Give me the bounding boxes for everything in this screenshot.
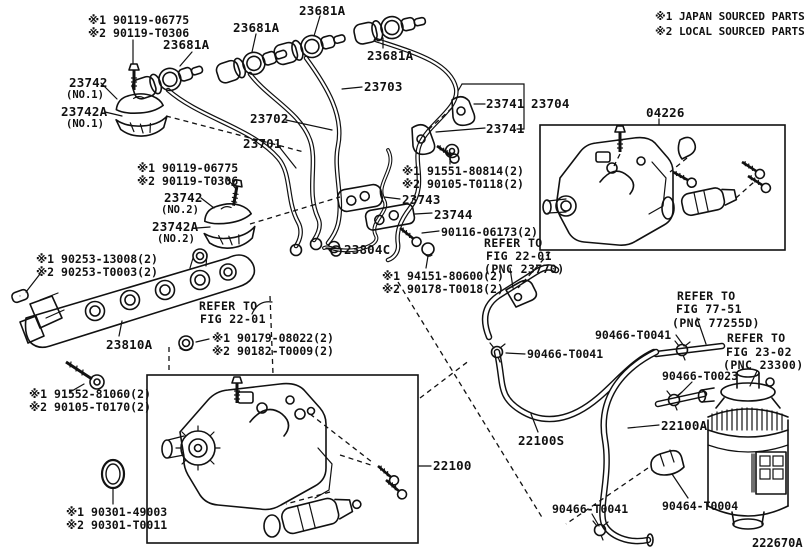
- label-90466-t0041-mid[interactable]: 90466-T0041: [527, 347, 604, 361]
- label-23681a-2[interactable]: 23681A: [233, 20, 280, 35]
- label-90466-t0041-top[interactable]: 90466-T0041: [595, 328, 672, 342]
- label-23742-no2-sub: (NO.2): [161, 204, 199, 216]
- ref-2201-pnc-2: FIG 22-01: [486, 249, 552, 263]
- label-23741-bottom[interactable]: 23741: [486, 121, 525, 136]
- ref-2201-rail-2: FIG 22-01: [200, 312, 266, 326]
- label-22100s[interactable]: 22100S: [518, 433, 565, 448]
- label-23702[interactable]: 23702: [250, 111, 289, 126]
- ref-2201-pnc-1: REFER TO: [484, 236, 543, 250]
- label-90464-t0004[interactable]: 90464-T0004: [662, 499, 739, 513]
- clamp-23743-23744-art: [336, 183, 435, 257]
- label-23743[interactable]: 23743: [402, 192, 441, 207]
- label-23742-no1-sub: (NO.1): [66, 89, 104, 101]
- label-23681a-3[interactable]: 23681A: [299, 3, 346, 18]
- ref-2302-3: (PNC 23300): [723, 358, 804, 372]
- alt-91552-2[interactable]: ※2 90105-T0170(2): [29, 400, 151, 414]
- label-23701[interactable]: 23701: [243, 136, 282, 151]
- leak-pipe-art: [322, 148, 393, 257]
- dashed-lines: [165, 107, 649, 525]
- ref-7751-1: REFER TO: [677, 289, 736, 303]
- label-04226[interactable]: 04226: [646, 105, 685, 120]
- label-90466-t0041-bottom[interactable]: 90466-T0041: [552, 502, 629, 516]
- ref-2201-pnc-3: (PNC 23770): [484, 262, 565, 276]
- alt-91551-2[interactable]: ※2 90105-T0118(2): [402, 177, 524, 191]
- alt-90119-a2[interactable]: ※2 90119-T0306: [88, 26, 190, 40]
- label-23810a[interactable]: 23810A: [106, 337, 153, 352]
- alt-90253-1[interactable]: ※1 90253-13008(2): [36, 252, 158, 266]
- label-23681a-1[interactable]: 23681A: [163, 37, 210, 52]
- label-22100[interactable]: 22100: [433, 458, 472, 473]
- ref-2302-2: FIG 23-02: [726, 345, 792, 359]
- alt-94151-1[interactable]: ※1 94151-80600(2): [382, 269, 504, 283]
- label-23703[interactable]: 23703: [364, 79, 403, 94]
- label-22100a[interactable]: 22100A: [661, 418, 708, 433]
- label-23742-no2[interactable]: 23742: [164, 190, 203, 205]
- label-23804c[interactable]: 23804C: [344, 242, 391, 257]
- label-23742a-no1[interactable]: 23742A: [61, 104, 108, 119]
- legend-japan-sourced: ※1 JAPAN SOURCED PARTS: [655, 10, 805, 23]
- ref-7751-2: FIG 77-51: [676, 302, 742, 316]
- label-23704[interactable]: 23704: [531, 96, 570, 111]
- ref-7751-3: (PNC 77255D): [672, 316, 760, 330]
- alt-90179-1[interactable]: ※1 90179-08022(2): [212, 331, 334, 345]
- label-23741-top[interactable]: 23741: [486, 96, 525, 111]
- fuel-rail-art: [11, 248, 256, 349]
- alt-90179-2[interactable]: ※2 90182-T0009(2): [212, 344, 334, 358]
- alt-90119-b1[interactable]: ※1 90119-06775: [137, 161, 239, 175]
- ref-2302-1: REFER TO: [727, 331, 786, 345]
- label-90466-t0023[interactable]: 90466-T0023: [662, 369, 739, 383]
- label-23742-no1[interactable]: 23742: [69, 75, 108, 90]
- label-90116-06173[interactable]: 90116-06173(2): [441, 225, 538, 239]
- legend-local-sourced: ※2 LOCAL SOURCED PARTS: [655, 25, 805, 38]
- diagram-code: 222670A: [752, 536, 803, 550]
- bracket-23741-art: [411, 95, 476, 166]
- leader-lines: [25, 15, 758, 527]
- alt-90119-a1[interactable]: ※1 90119-06775: [88, 13, 190, 27]
- injection-pump-box: [146, 374, 419, 544]
- alt-91552-1[interactable]: ※1 91552-81060(2): [29, 387, 151, 401]
- alt-90119-b2[interactable]: ※2 90119-T0306: [137, 174, 239, 188]
- fuel-filter-art: [697, 368, 789, 530]
- label-23681a-4[interactable]: 23681A: [367, 48, 414, 63]
- alt-90253-2[interactable]: ※2 90253-T0003(2): [36, 265, 158, 279]
- label-23742a-no2[interactable]: 23742A: [152, 219, 199, 234]
- alt-94151-2[interactable]: ※2 90178-T0018(2): [382, 282, 504, 296]
- rail-hardware-art: [65, 335, 194, 490]
- alt-91551-1[interactable]: ※1 91551-80814(2): [402, 164, 524, 178]
- label-23742a-no1-sub: (NO.1): [66, 118, 104, 130]
- injection-pipes-art: [168, 40, 456, 260]
- supply-pump-box: [539, 124, 786, 251]
- ref-2201-rail-1: REFER TO: [199, 299, 258, 313]
- alt-90301-1[interactable]: ※1 90301-49003: [66, 505, 168, 519]
- alt-90301-2[interactable]: ※2 90301-T0011: [66, 518, 168, 532]
- label-23742a-no2-sub: (NO.2): [157, 233, 195, 245]
- pipe-clamp-no2-art: [202, 177, 259, 253]
- label-23744[interactable]: 23744: [434, 207, 473, 222]
